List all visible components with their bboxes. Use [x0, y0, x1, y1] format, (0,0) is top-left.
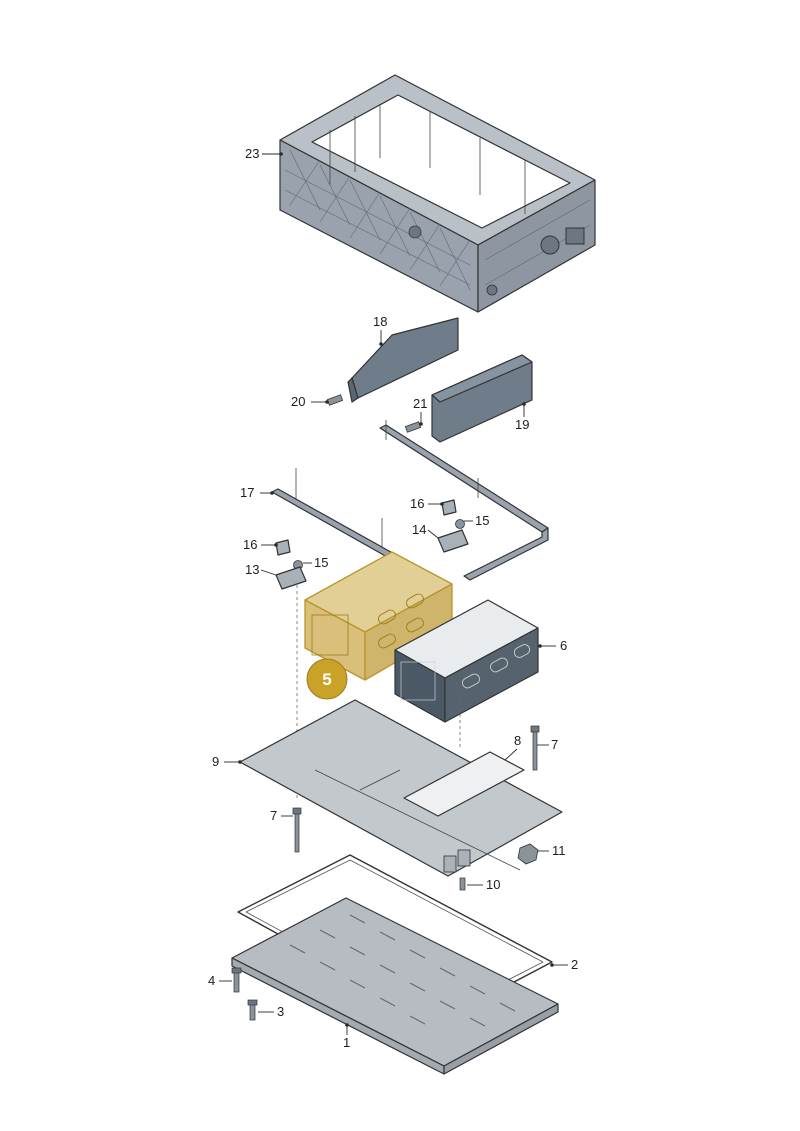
bolt-7-left: [292, 807, 302, 853]
svg-text:23: 23: [245, 146, 259, 161]
battery-module-6: [394, 599, 539, 723]
label-16-lower: 16: [243, 537, 278, 552]
label-15-lower: 15: [303, 555, 328, 570]
nut-15-upper: [455, 519, 465, 529]
label-20: 20: [291, 394, 329, 409]
label-2: 2: [550, 957, 578, 972]
svg-text:5: 5: [322, 670, 331, 689]
bolt-3: [247, 999, 258, 1021]
bolt-10: [459, 877, 466, 891]
insulation-sheet-8: [403, 751, 525, 817]
svg-text:13: 13: [245, 562, 259, 577]
label-23: 23: [245, 146, 283, 161]
label-18: 18: [373, 314, 387, 346]
label-10: 10: [467, 877, 500, 892]
svg-text:14: 14: [412, 522, 426, 537]
label-19: 19: [515, 402, 529, 432]
bracket-plate-14: [437, 529, 469, 553]
label-17: 17: [240, 485, 274, 500]
label-4: 4: [208, 973, 232, 988]
label-9: 9: [212, 754, 242, 769]
label-11: 11: [538, 843, 566, 858]
svg-text:3: 3: [277, 1004, 284, 1019]
bolt-4: [231, 967, 242, 993]
label-15-upper: 15: [464, 513, 489, 528]
bracket-plate-13: [275, 566, 307, 590]
screw-21: [404, 421, 422, 433]
battery-module-5-highlighted: [304, 551, 453, 681]
clip-16-upper: [441, 499, 457, 516]
clip-16-lower: [275, 539, 291, 556]
svg-text:6: 6: [560, 638, 567, 653]
callout-5: 5: [306, 658, 348, 700]
svg-text:9: 9: [212, 754, 219, 769]
svg-text:17: 17: [240, 485, 254, 500]
svg-text:16: 16: [410, 496, 424, 511]
label-16-upper: 16: [410, 496, 444, 511]
svg-text:21: 21: [413, 396, 427, 411]
svg-text:1: 1: [343, 1035, 350, 1050]
svg-text:20: 20: [291, 394, 305, 409]
svg-text:19: 19: [515, 417, 529, 432]
label-14: 14: [412, 522, 439, 539]
frame-lattice-pattern: [284, 149, 591, 291]
label-7-left: 7: [270, 808, 293, 823]
separator-panel-upper: [347, 317, 459, 403]
svg-text:7: 7: [270, 808, 277, 823]
label-7-right: 7: [537, 737, 558, 752]
label-8: 8: [504, 733, 521, 761]
bottom-tray-1: [231, 897, 559, 1075]
label-6: 6: [538, 638, 567, 653]
svg-text:4: 4: [208, 973, 215, 988]
battery-housing-frame: [279, 74, 596, 313]
svg-text:7: 7: [551, 737, 558, 752]
stud-sleeves: [443, 849, 471, 873]
screw-20: [326, 394, 344, 406]
bracket-rail-right: [379, 420, 549, 581]
svg-text:16: 16: [243, 537, 257, 552]
bolt-7-right: [530, 725, 540, 771]
cover-plate-9: [239, 699, 563, 877]
svg-text:10: 10: [486, 877, 500, 892]
svg-text:15: 15: [475, 513, 489, 528]
label-3: 3: [258, 1004, 284, 1019]
svg-text:18: 18: [373, 314, 387, 329]
nut-11: [517, 843, 539, 865]
separator-panel-19: [431, 354, 533, 443]
label-21: 21: [413, 396, 427, 426]
svg-text:11: 11: [552, 843, 566, 858]
svg-text:15: 15: [314, 555, 328, 570]
label-13: 13: [245, 562, 277, 577]
svg-text:2: 2: [571, 957, 578, 972]
label-1: 1: [343, 1023, 350, 1050]
svg-text:8: 8: [514, 733, 521, 748]
tray-rib-pattern: [289, 914, 516, 1027]
